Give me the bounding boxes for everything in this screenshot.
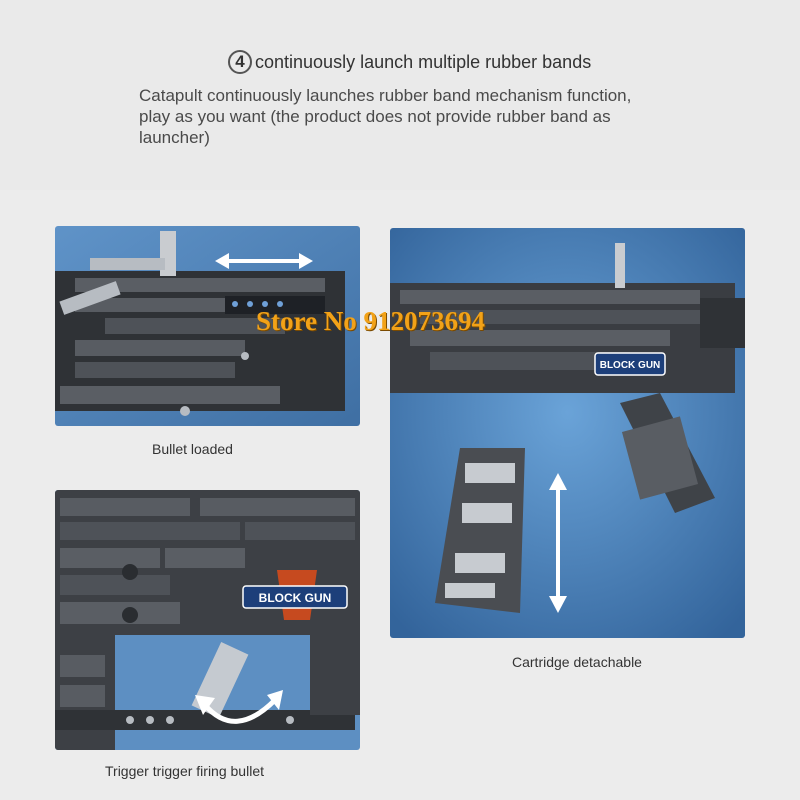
feature-description: Catapult continuously launches rubber ba… bbox=[139, 86, 632, 147]
store-watermark: Store No 912073694 bbox=[256, 306, 485, 336]
trigger-firing-image: BLOCK GUN bbox=[55, 490, 360, 750]
magazine bbox=[435, 448, 525, 613]
cartridge-detachable-caption: Cartridge detachable bbox=[512, 654, 642, 670]
header-band bbox=[0, 0, 800, 190]
feature-heading: 4 continuously launch multiple rubber ba… bbox=[228, 47, 591, 77]
feature-number-badge: 4 bbox=[228, 50, 252, 74]
block-gun-logo: BLOCK GUN bbox=[242, 570, 348, 620]
cartridge-detachable-image: BLOCK GUN bbox=[390, 228, 745, 638]
slide-arrow-icon bbox=[215, 253, 313, 269]
block-gun-logo-text: BLOCK GUN bbox=[600, 360, 661, 371]
detach-arrow-icon bbox=[549, 473, 567, 613]
block-gun-logo-text: BLOCK GUN bbox=[259, 591, 332, 605]
block-gun-logo: BLOCK GUN bbox=[594, 352, 666, 376]
rotate-arrow-icon bbox=[195, 690, 283, 724]
trigger-firing-caption: Trigger trigger firing bullet bbox=[105, 763, 264, 779]
bullet-loaded-image bbox=[55, 226, 360, 426]
bullet-loaded-caption: Bullet loaded bbox=[152, 441, 233, 457]
feature-title: continuously launch multiple rubber band… bbox=[255, 51, 592, 72]
